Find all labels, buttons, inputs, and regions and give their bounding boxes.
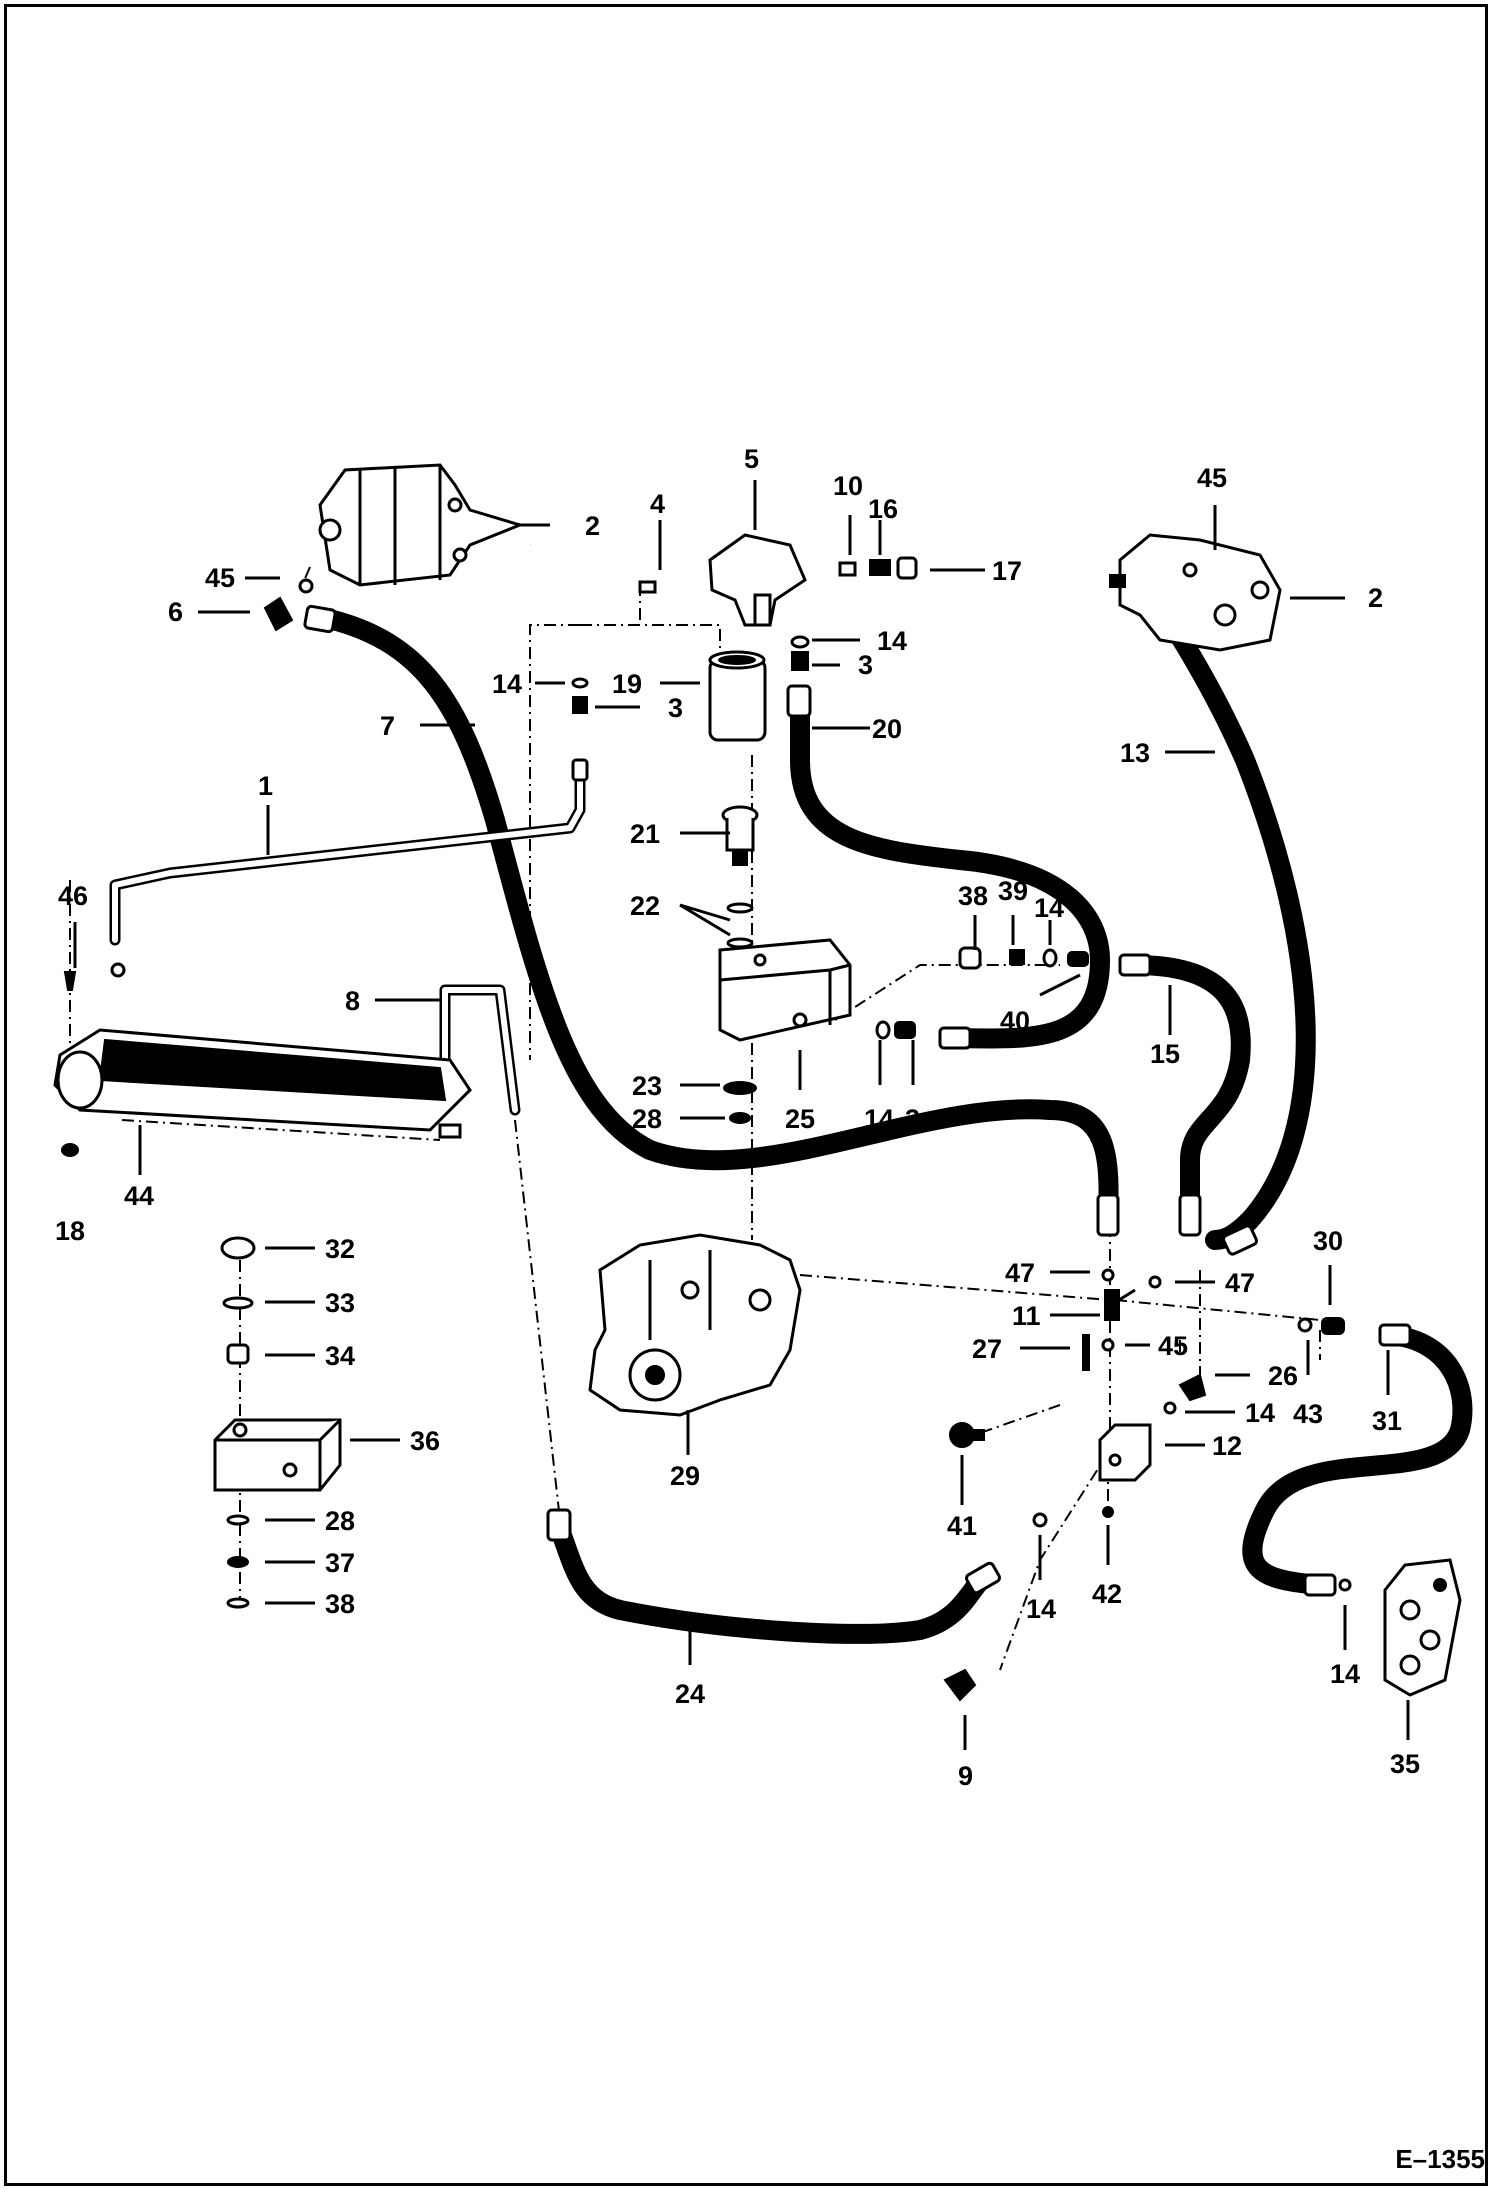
hose-24 [550, 1520, 995, 1644]
callout-28-low: 28 [325, 1506, 355, 1536]
callout-24: 24 [675, 1679, 705, 1709]
callout-20: 20 [872, 714, 902, 744]
callout-14-tee: 14 [1245, 1398, 1275, 1428]
callout-14-right: 14 [1330, 1659, 1360, 1689]
callout-37: 37 [325, 1548, 355, 1578]
callout-29: 29 [670, 1461, 700, 1491]
callout-14-mid: 14 [1034, 893, 1064, 923]
tee-11-shape [1104, 1288, 1136, 1321]
callout-5: 5 [744, 444, 759, 474]
callout-30: 30 [1313, 1226, 1343, 1256]
callout-8: 8 [345, 986, 360, 1016]
callout-3-top: 3 [858, 650, 873, 680]
hydraulic-pump [588, 1233, 802, 1417]
valve-block-25 [718, 938, 852, 1042]
callout-28-mid: 28 [632, 1104, 662, 1134]
hose-13 [1130, 565, 1316, 1250]
callout-21: 21 [630, 819, 660, 849]
spool-34-shape [226, 1343, 250, 1365]
callout-2-right: 2 [1368, 583, 1383, 613]
callout-45-left: 45 [205, 563, 235, 593]
callout-45-right: 45 [1197, 463, 1227, 493]
fitting-26-shape [1178, 1373, 1207, 1402]
callout-1: 1 [258, 771, 273, 801]
motor-left [318, 463, 525, 587]
callout-14-filter: 14 [492, 669, 522, 699]
control-valve-35 [1383, 1558, 1462, 1697]
callout-36: 36 [410, 1426, 440, 1456]
callout-14-valve: 14 [864, 1104, 894, 1134]
callout-22: 22 [630, 891, 660, 921]
relief-valve [721, 805, 759, 866]
callout-4: 4 [650, 489, 665, 519]
callout-47-left: 47 [1005, 1258, 1035, 1288]
oring-28-low-shape [226, 1514, 250, 1526]
callout-9: 9 [958, 1761, 973, 1791]
plug-32-shape [220, 1236, 256, 1260]
callout-19: 19 [612, 669, 642, 699]
spring-37-shape [227, 1556, 249, 1568]
callout-42: 42 [1092, 1579, 1122, 1609]
callout-43: 43 [1293, 1399, 1323, 1429]
hose-15 [1125, 955, 1251, 1230]
callout-14-lower: 14 [1026, 1594, 1056, 1624]
callout-35: 35 [1390, 1749, 1420, 1779]
callout-23: 23 [632, 1071, 662, 1101]
callout-15: 15 [1150, 1039, 1180, 1069]
hose-fittings [303, 604, 1412, 1597]
callout-14-top: 14 [877, 626, 907, 656]
callout-38-top: 38 [958, 881, 988, 911]
callout-2-left: 2 [585, 511, 600, 541]
callout-10: 10 [833, 471, 863, 501]
leader-lines [73, 480, 1410, 1750]
callout-32: 32 [325, 1234, 355, 1264]
callout-3-filter: 3 [668, 693, 683, 723]
callout-44: 44 [124, 1181, 154, 1211]
hose-31 [1242, 1325, 1473, 1595]
check-valve-block [213, 1418, 342, 1492]
callout-47-right: 47 [1225, 1268, 1255, 1298]
tubes [109, 764, 586, 1116]
callout-18: 18 [55, 1216, 85, 1246]
callout-38-low: 38 [325, 1589, 355, 1619]
callout-40: 40 [1000, 1006, 1030, 1036]
callout-12: 12 [1212, 1431, 1242, 1461]
oring-33-shape [222, 1296, 254, 1310]
callout-46: 46 [58, 881, 88, 911]
callout-17: 17 [992, 556, 1022, 586]
small-fittings [61, 556, 1352, 1592]
figure-reference: E–1355 [1395, 2144, 1485, 2174]
plug-27-shape [1082, 1334, 1090, 1371]
callout-3-valve: 3 [905, 1104, 920, 1134]
callout-25: 25 [785, 1104, 815, 1134]
oil-cooler [53, 1028, 472, 1139]
callout-41: 41 [947, 1511, 977, 1541]
callout-16: 16 [868, 494, 898, 524]
callout-31: 31 [1372, 1406, 1402, 1436]
callout-34: 34 [325, 1341, 355, 1371]
hose-20 [790, 685, 1110, 1049]
callout-labels: 2 45 6 4 5 10 16 17 14 3 20 14 19 3 7 45… [55, 444, 1420, 1791]
oring-38-low-shape [226, 1597, 250, 1609]
callout-45-tee: 45 [1158, 1331, 1188, 1361]
tee-block-12 [1098, 1423, 1152, 1482]
callout-27: 27 [972, 1334, 1002, 1364]
callout-39: 39 [998, 876, 1028, 906]
callout-7: 7 [380, 711, 395, 741]
filter-element [708, 650, 767, 742]
fitting-9-shape [943, 1668, 977, 1702]
callout-33: 33 [325, 1288, 355, 1318]
fitting-41-shape [949, 1422, 985, 1448]
callout-13: 13 [1120, 738, 1150, 768]
callout-26: 26 [1268, 1361, 1298, 1391]
callout-6: 6 [168, 597, 183, 627]
callout-11: 11 [1012, 1301, 1041, 1331]
filter-head [708, 533, 807, 627]
motor-right [1109, 533, 1282, 652]
